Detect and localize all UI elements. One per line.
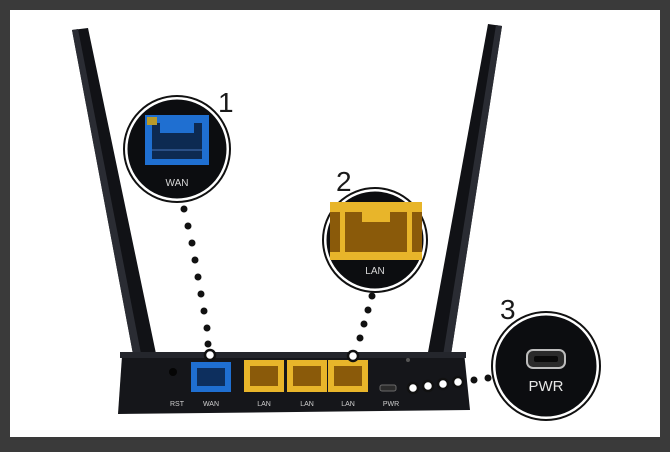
leader-dots-3 <box>406 374 492 395</box>
zoom-label-lan: LAN <box>365 266 385 277</box>
reset-button <box>169 368 177 376</box>
zoom-circle-pwr <box>491 311 601 421</box>
leader-dots-2 <box>356 292 376 342</box>
callout-number-1: 1 <box>218 87 234 118</box>
zoom-circle-wan <box>123 95 231 203</box>
callout-number-3: 3 <box>500 294 516 325</box>
panel-label-wan: WAN <box>202 401 220 408</box>
power-port-icon <box>379 384 397 392</box>
panel-label-pwr: PWR <box>382 401 400 408</box>
leader-end-1 <box>203 348 217 362</box>
leader-end-2 <box>346 349 360 363</box>
callout-number-2: 2 <box>336 166 352 197</box>
zoom-label-wan: WAN <box>165 178 189 189</box>
zoom-circle-lan <box>322 187 428 293</box>
zoom-label-pwr: PWR <box>528 378 564 395</box>
leader-dots-1 <box>180 205 212 348</box>
panel-label-lan-1: LAN <box>257 401 271 408</box>
router-rear-panel <box>118 352 470 414</box>
panel-label-rst: RST <box>170 401 184 408</box>
panel-label-lan-3: LAN <box>341 401 355 408</box>
panel-label-lan-2: LAN <box>300 401 314 408</box>
